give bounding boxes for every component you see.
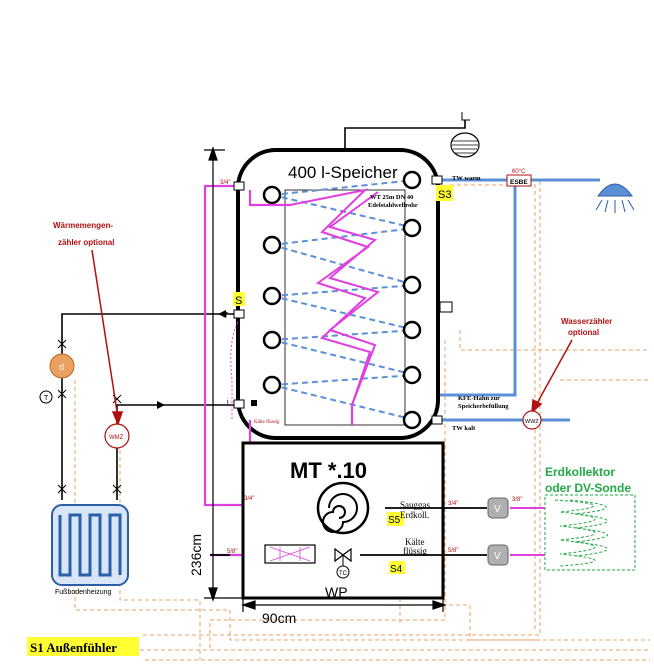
kaelte-label-1: Kälte — [405, 537, 425, 547]
tw-kalt-label: TW kalt — [452, 425, 476, 432]
fitting-34-wp: 3/4" — [244, 496, 254, 502]
thermometer-icon — [39, 390, 53, 404]
compressor-icon — [316, 481, 370, 535]
temp-60-label: 60°C — [512, 169, 526, 175]
valve-v-2: V — [494, 551, 501, 562]
fitting-58-out: 5/8" — [448, 548, 458, 554]
sensor-highlights — [27, 185, 453, 656]
magenta-dotted — [230, 321, 239, 420]
erd-title-1: Erdkollektor — [545, 465, 615, 479]
height-dimension: 236cm — [188, 534, 204, 576]
wasser-title-2: optional — [568, 328, 599, 337]
sensor-s5: S5 — [388, 515, 401, 526]
fitting-58-wp: 5/8" — [227, 549, 237, 555]
sensor-s2: S — [235, 295, 242, 307]
wwz-label: WWZ — [525, 419, 539, 425]
annotation-arrows — [91, 249, 573, 427]
wasser-title-1: Wasserzähler — [561, 317, 612, 326]
wt-label-1: WT 25m DN 40 — [370, 194, 413, 201]
tc-label: TC — [339, 571, 348, 577]
valve-icons — [57, 339, 122, 494]
dimension-lines — [204, 146, 447, 612]
tank-title: 400 l-Speicher — [288, 163, 398, 182]
fitting-34-tank: 3/4" — [220, 180, 230, 186]
kfe-label-1: KFE-Hahn zur — [458, 395, 500, 402]
fitting-34-out: 3/4" — [448, 501, 458, 507]
expansion-valve-icon — [334, 547, 352, 579]
sauggas-label-1: Sauggas — [400, 500, 430, 510]
ground-collector-icon — [544, 494, 636, 571]
pump-d-label: d — [59, 362, 64, 372]
wmz-label: WMZ — [109, 435, 124, 441]
wmz-meter-icon — [104, 423, 130, 449]
sensor-s4: S4 — [390, 564, 403, 575]
unit-i-label: i — [227, 399, 229, 406]
esbe-label: ESBE — [510, 179, 528, 186]
wp-label: WP — [325, 584, 348, 600]
arrow-heads — [157, 310, 226, 409]
heating-circuit-lines — [61, 120, 466, 500]
floor-heating-icon — [51, 504, 129, 586]
fitting-markers — [251, 400, 257, 406]
collector-magenta — [510, 507, 545, 556]
return-sensor-label: Kälte flüssig — [254, 420, 280, 425]
tw-warm-label: TW warm — [452, 175, 481, 182]
wwz-meter-icon — [522, 410, 542, 430]
valve-t-label: T — [224, 312, 229, 319]
sauggas-label-2: Erdkoll. — [400, 510, 429, 520]
tank-connections — [233, 175, 453, 425]
width-dimension: 90cm — [262, 610, 296, 626]
shower-head-icon — [595, 183, 635, 213]
fitting-38: 3/8" — [512, 497, 522, 503]
valve-v-1: V — [494, 504, 501, 515]
kfe-label-2: Speicherbefüllung — [458, 403, 509, 410]
wmz-title-1: Wärmemengen- — [53, 221, 113, 230]
expansion-vessel-icon — [450, 112, 480, 158]
circulation-pump-icon — [49, 353, 75, 379]
heat-exchanger-coil — [262, 170, 422, 430]
wmz-title-2: zähler optional — [58, 238, 114, 247]
wt-label-2: Edelstahlwellrohr — [368, 202, 418, 209]
thermo-t-label: T — [44, 395, 49, 402]
heatpump-model: MT *.10 — [290, 458, 367, 483]
water-lines — [436, 178, 600, 422]
sensor-s3: S3 — [438, 189, 451, 201]
text-layer: 400 l-Speicher WT 25m DN 40 Edelstahlwel… — [30, 163, 631, 655]
erd-title-2: oder DV-Sonde — [545, 481, 631, 495]
sensor-cables — [74, 179, 650, 661]
filter-dryer-icon — [264, 544, 316, 564]
kaelte-label-2: flüssig — [403, 546, 428, 556]
esbe-mixer — [506, 174, 532, 187]
floor-heating-label: Fußbodenheizung — [55, 589, 112, 596]
s1-outdoor-sensor: S1 Außenfühler — [30, 640, 117, 655]
collector-valves — [487, 497, 509, 566]
